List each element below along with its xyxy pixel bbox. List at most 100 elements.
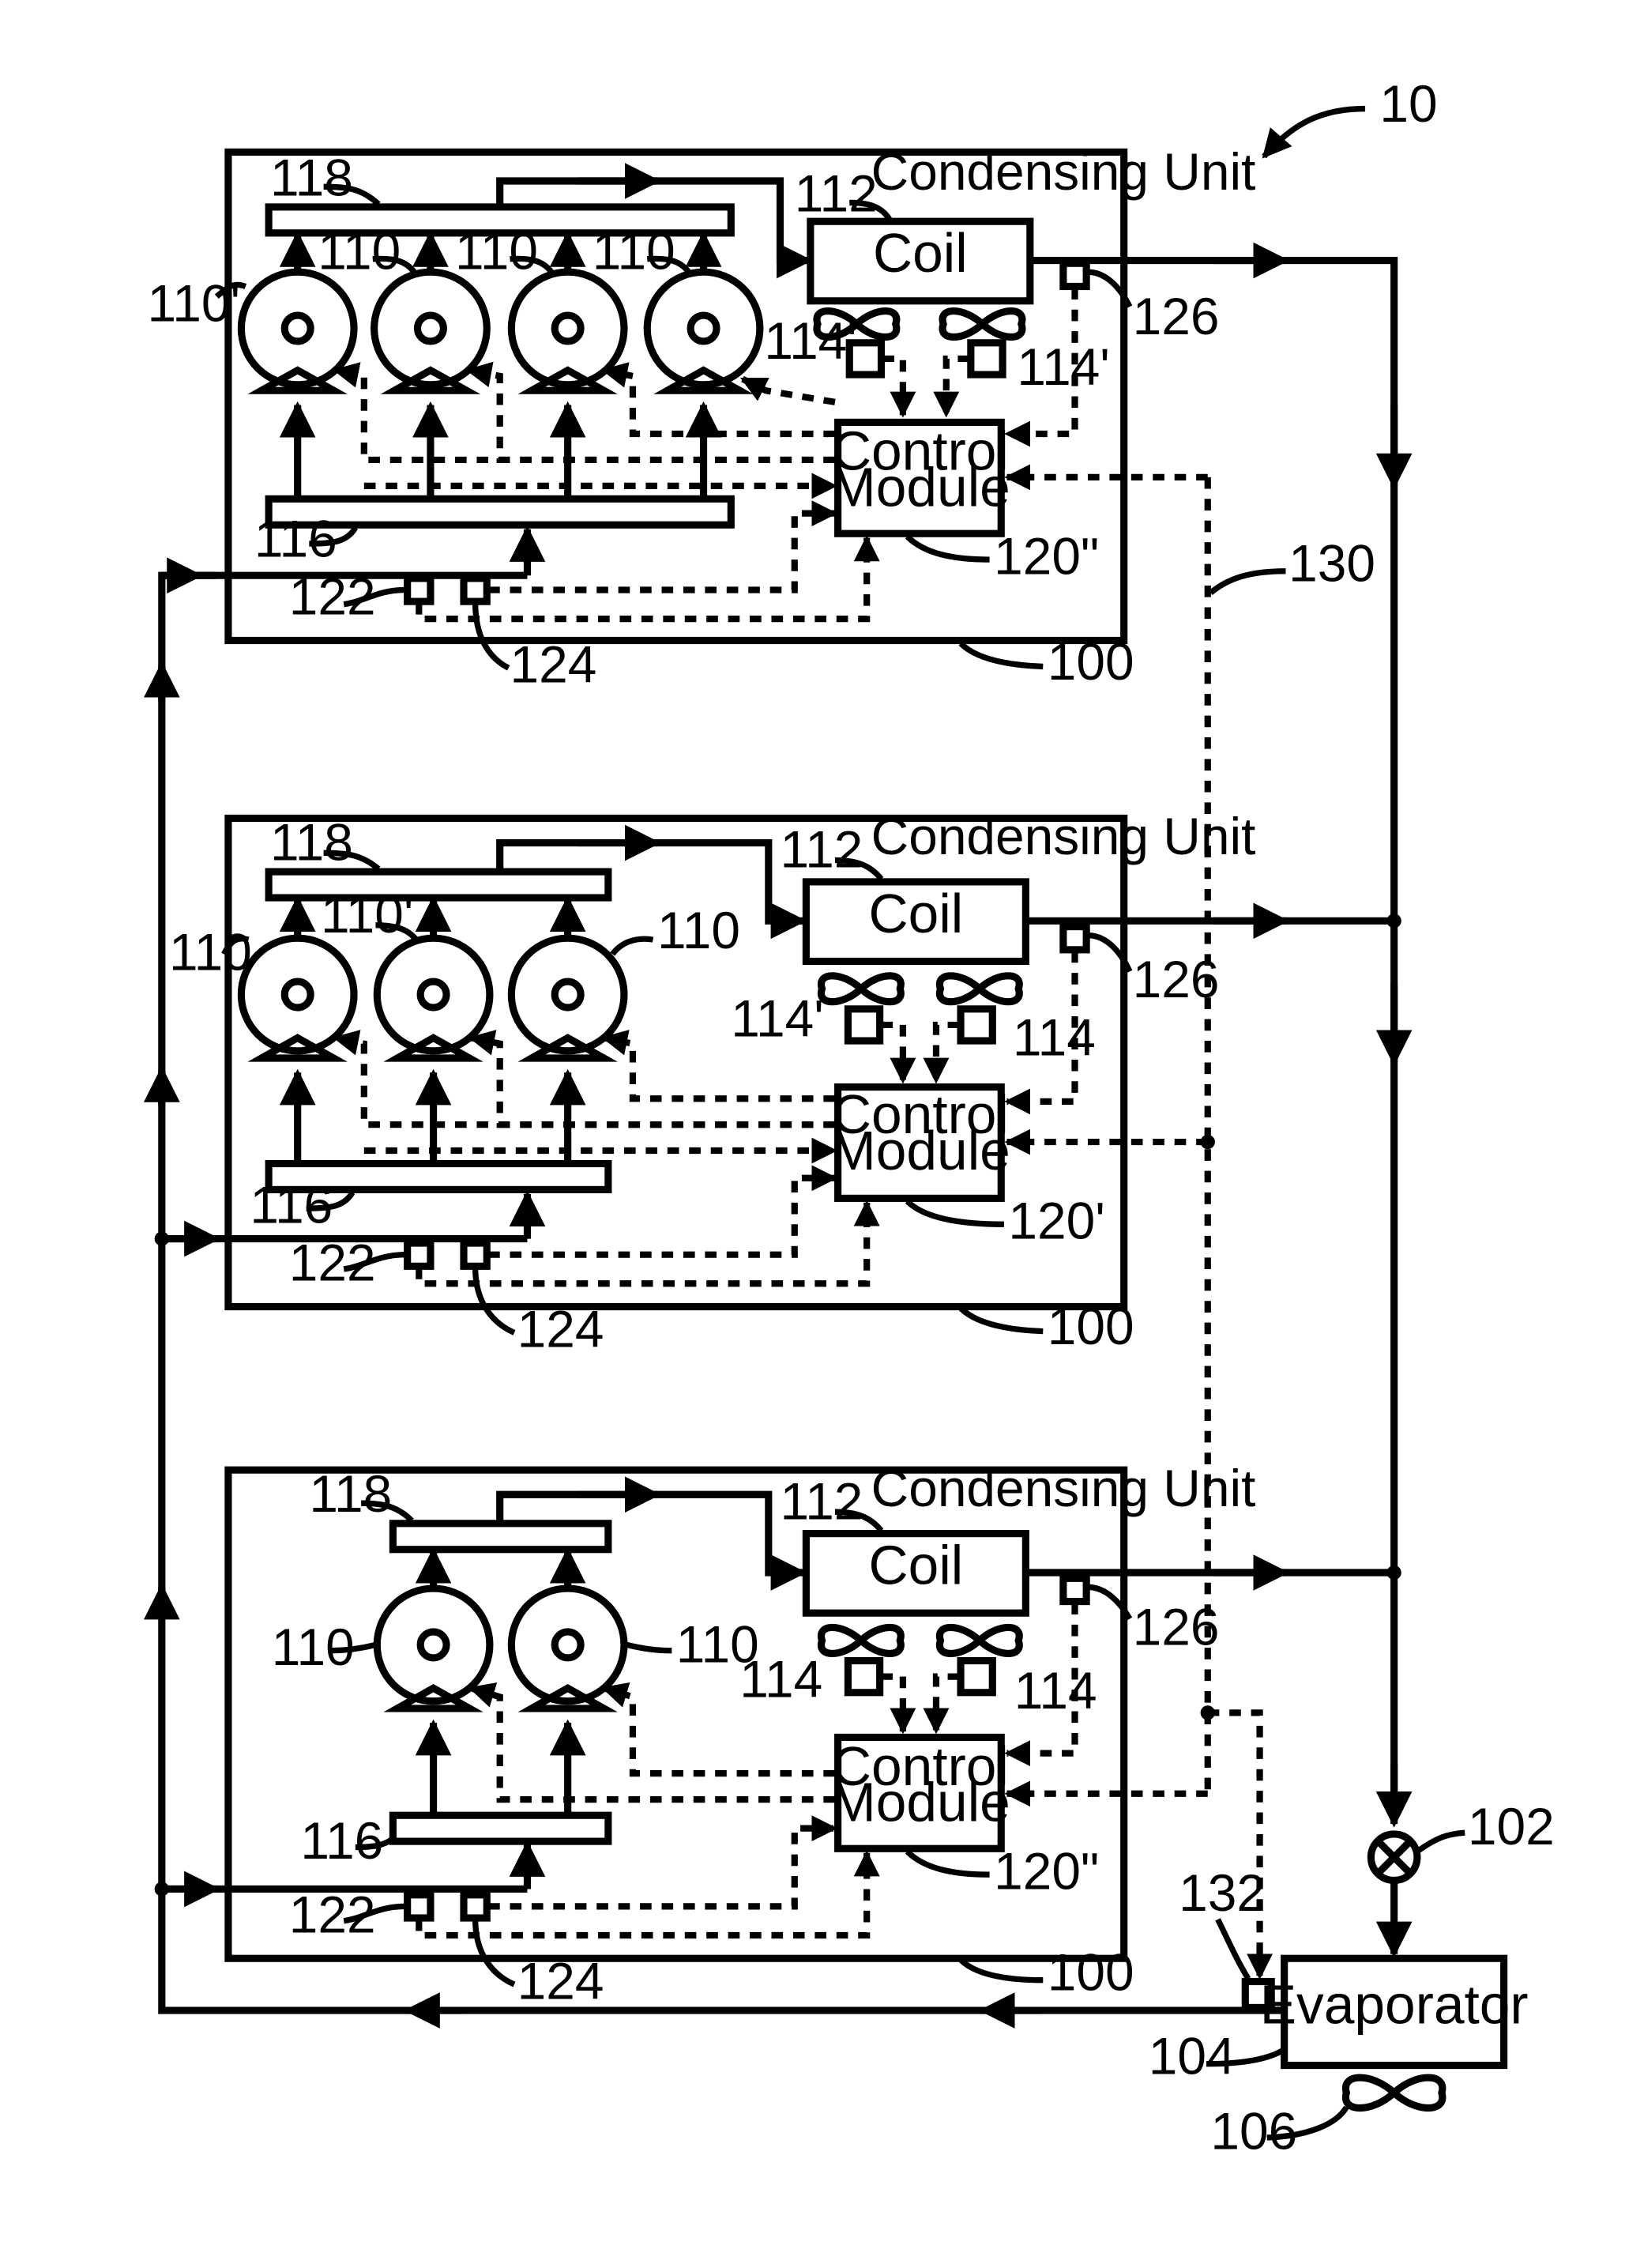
- leader-line: [476, 1920, 514, 1984]
- discharge-header: [393, 1524, 608, 1550]
- control-module-ref: 120": [994, 1841, 1099, 1900]
- control-module-ref: 120': [1008, 1192, 1104, 1250]
- comm-bus-to-evaporator: [1208, 1712, 1260, 1977]
- compressor-ref: 110: [657, 901, 740, 959]
- compressor-ref: 110: [318, 222, 401, 281]
- compressor-ref: 110: [169, 922, 252, 981]
- condensing-unit-2: Condensing Unit 118 Coil 112 110: [169, 807, 1255, 1358]
- discharge-line: [500, 843, 803, 921]
- condensing-unit-3: Condensing Unit 118 Coil 112 110 110 116: [228, 1459, 1255, 2010]
- figure-reference: 10: [1264, 74, 1438, 156]
- coil-label: Coil: [873, 222, 968, 284]
- leader-line: [1218, 1920, 1248, 1979]
- coil-outlet-sensor: [1063, 927, 1086, 950]
- suction-header-ref: 116: [300, 1811, 383, 1870]
- discharge-header-ref: 118: [270, 812, 353, 871]
- control-module-ref: 120": [994, 526, 1099, 585]
- suction-pressure-sensor: [408, 1895, 431, 1918]
- suction-pressure-sensor: [408, 1243, 431, 1266]
- suction-header: [393, 1815, 608, 1841]
- junction-dot: [1387, 1565, 1401, 1580]
- leader-line: [907, 537, 989, 559]
- evaporator-sensor-ref: 132: [1179, 1863, 1266, 1922]
- coil-outlet-sensor: [1063, 1578, 1086, 1601]
- junction-dot: [1201, 1135, 1215, 1149]
- control-signal: [471, 1038, 835, 1125]
- sensor-ref: 124: [517, 1300, 604, 1358]
- condenser-fan: [821, 976, 902, 1081]
- condensing-unit-1: Condensing Unit 118 Coil 112: [148, 142, 1256, 694]
- control-module-line2: Module: [830, 1772, 1010, 1833]
- fan-ref: 114: [1013, 1008, 1096, 1066]
- condenser-fan: [936, 1627, 1019, 1731]
- leader-line: [1417, 1833, 1465, 1852]
- sensor-ref: 124: [517, 1951, 604, 2010]
- control-signal: [743, 379, 835, 402]
- leader-line: [907, 1852, 989, 1874]
- comm-bus-ref: 130: [1288, 534, 1375, 593]
- control-signal: [468, 371, 834, 460]
- coil-ref: 112: [780, 820, 863, 879]
- condenser-fan: [936, 976, 1019, 1081]
- evaporator-fan-icon: [1345, 2078, 1442, 2108]
- coil-ref: 112: [780, 1471, 863, 1530]
- suction-header-ref: 116: [254, 509, 337, 567]
- suction-temperature-sensor: [464, 578, 487, 601]
- control-module-line2: Module: [830, 456, 1010, 518]
- leader-line: [476, 1268, 514, 1332]
- fan-ref: 114': [731, 989, 824, 1048]
- expansion-valve-ref: 102: [1468, 1797, 1555, 1855]
- unit-ref: 100: [1048, 1297, 1134, 1355]
- communication-bus: 130: [1201, 477, 1375, 1977]
- suction-header: [269, 499, 731, 525]
- unit-title: Condensing Unit: [871, 807, 1256, 865]
- expansion-valve-mark: [1379, 1841, 1410, 1873]
- evaporator-fan-ref: 106: [1210, 2102, 1297, 2161]
- evaporator-ref: 104: [1149, 2027, 1236, 2085]
- leader-line: [907, 1201, 1004, 1224]
- condenser-fan: [942, 311, 1022, 416]
- unit-ref: 100: [1048, 632, 1134, 691]
- compressor: [511, 1551, 624, 1816]
- leader-line: [961, 1308, 1043, 1331]
- compressor-ref: 110': [148, 273, 241, 332]
- suction-pressure-sensor: [408, 578, 431, 601]
- suction-header-ref: 116: [250, 1175, 333, 1234]
- evaporator-label: Evaporator: [1260, 1974, 1529, 2036]
- sensor-ref: 126: [1133, 287, 1220, 345]
- control-module-line2: Module: [830, 1120, 1010, 1181]
- junction-dot: [1387, 914, 1401, 928]
- figure-ref-label: 10: [1379, 74, 1437, 133]
- discharge-header-ref: 118: [270, 148, 353, 206]
- coil-label: Coil: [869, 1535, 964, 1596]
- fan-ref: 114': [1017, 337, 1110, 396]
- compressor-ref: 110': [321, 885, 414, 944]
- suction-temperature-sensor: [464, 1243, 487, 1266]
- figure-ref-arrow: [1264, 109, 1365, 156]
- compressor-ref: 110: [455, 222, 538, 281]
- unit-ref: 100: [1048, 1942, 1134, 2001]
- leader-line: [476, 603, 509, 668]
- junction-dot: [155, 1882, 169, 1896]
- coil-outlet-sensor: [1063, 263, 1086, 286]
- leader-line: [961, 1960, 1043, 1980]
- leader-line: [961, 643, 1043, 666]
- fan-ref: 114: [1014, 1661, 1097, 1720]
- coil-label: Coil: [869, 883, 964, 944]
- condenser-fan: [821, 1627, 902, 1731]
- fan-ref: 114: [739, 1649, 822, 1708]
- leader-line: [627, 1644, 672, 1650]
- junction-dot: [155, 1231, 169, 1245]
- unit-title: Condensing Unit: [871, 142, 1256, 201]
- unit-title: Condensing Unit: [871, 1459, 1256, 1517]
- coil-ref: 112: [795, 164, 878, 222]
- suction-temperature-sensor: [464, 1895, 487, 1918]
- discharge-header-ref: 118: [309, 1464, 392, 1523]
- compressor: [377, 1551, 490, 1816]
- compressor-ref: 110: [593, 222, 675, 281]
- leader-line: [1210, 571, 1285, 593]
- sensor-ref: 124: [510, 635, 597, 694]
- discharge-header: [269, 872, 608, 898]
- compressor-ref: 110: [272, 1618, 355, 1676]
